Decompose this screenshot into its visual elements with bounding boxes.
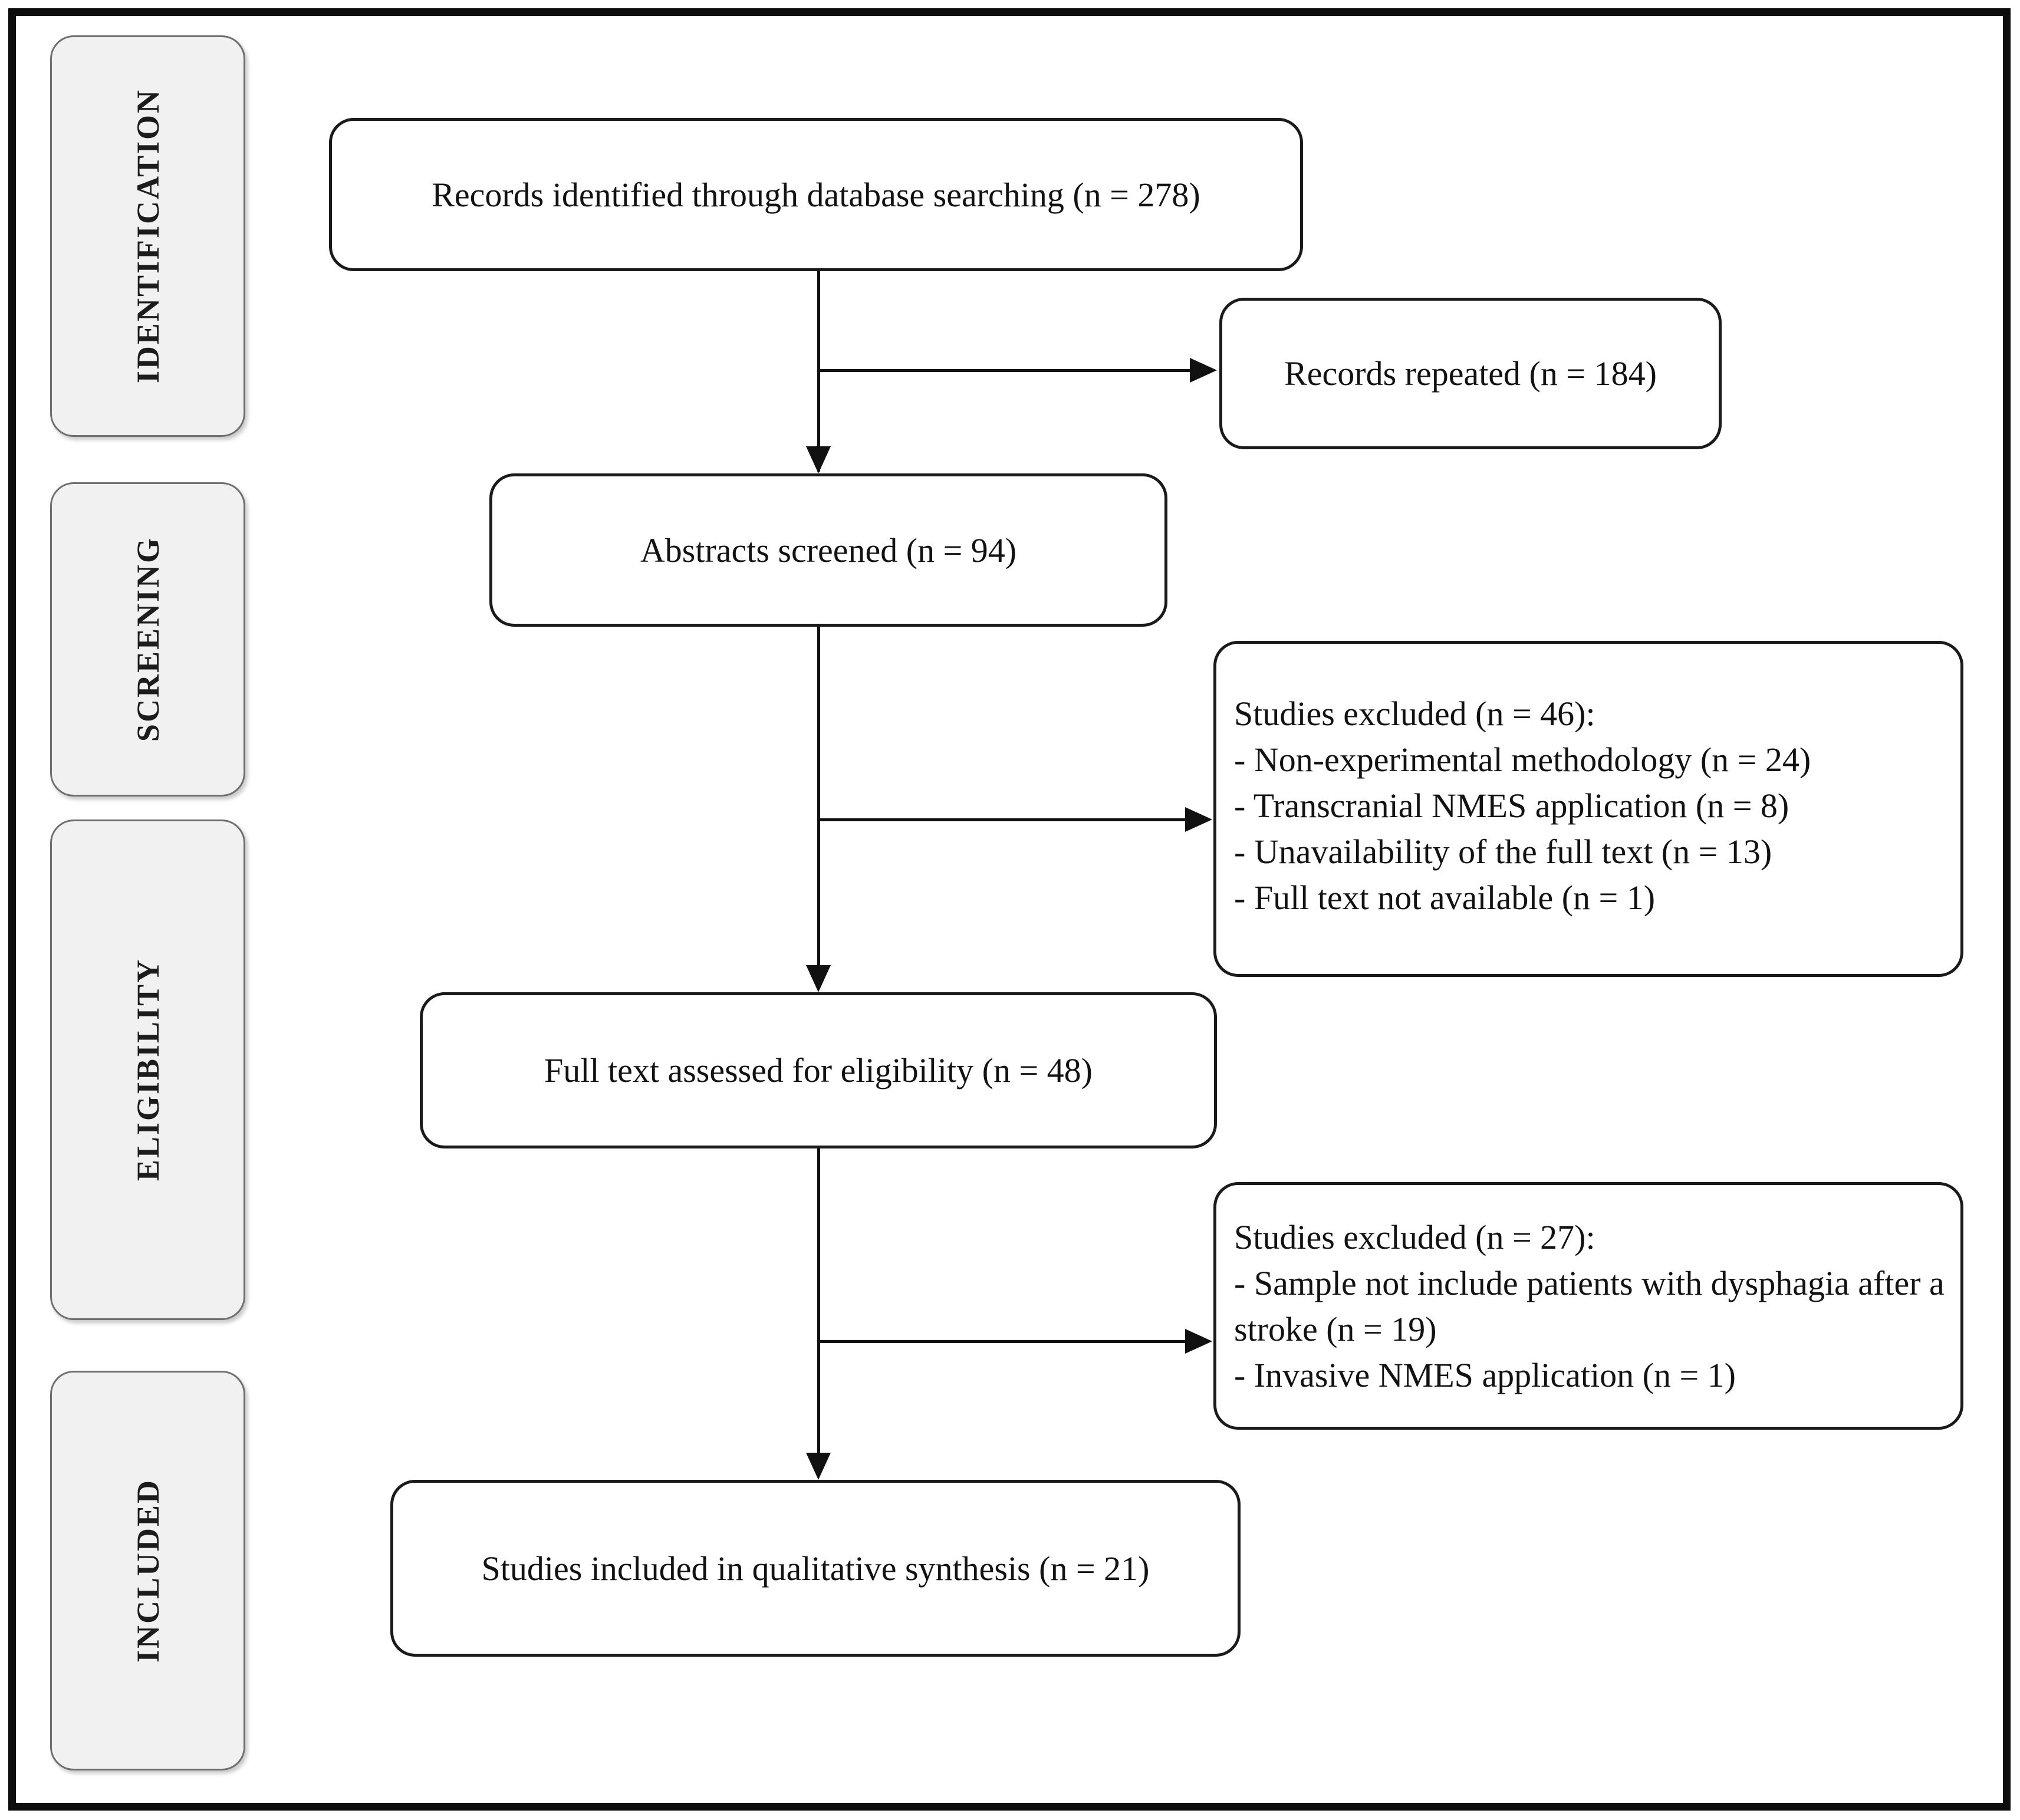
excluded-screening-item: - Unavailability of the full text (n = 1…	[1234, 832, 1772, 871]
box-studies-included-text: Studies included in qualitative synthesi…	[481, 1549, 1150, 1588]
stage-identification: IDENTIFICATION	[50, 35, 245, 437]
box-full-text-assessed-text: Full text assessed for eligibility (n = …	[544, 1051, 1093, 1090]
stage-identification-label: IDENTIFICATION	[130, 88, 166, 384]
arrowhead-into-studies-included	[806, 1453, 831, 1480]
stage-screening: SCREENING	[50, 482, 245, 797]
connector-to-records-repeated	[817, 369, 1192, 372]
stage-included: INCLUDED	[50, 1371, 245, 1770]
box-full-text-assessed: Full text assessed for eligibility (n = …	[420, 992, 1217, 1148]
box-abstracts-screened: Abstracts screened (n = 94)	[489, 473, 1167, 627]
connector-to-excluded-screening	[817, 818, 1186, 821]
box-records-identified: Records identified through database sear…	[329, 118, 1303, 271]
connector-to-excluded-eligibility	[817, 1340, 1186, 1343]
excluded-screening-item: - Non-experimental methodology (n = 24)	[1234, 740, 1811, 779]
excluded-eligibility-item: - Invasive NMES application (n = 1)	[1234, 1356, 1736, 1394]
box-abstracts-screened-text: Abstracts screened (n = 94)	[640, 531, 1017, 570]
arrowhead-into-records-repeated	[1190, 358, 1217, 383]
arrowhead-into-excluded-screening	[1185, 807, 1212, 832]
box-records-repeated-text: Records repeated (n = 184)	[1284, 354, 1657, 393]
box-studies-included: Studies included in qualitative synthesi…	[390, 1480, 1241, 1657]
stage-included-label: INCLUDED	[130, 1478, 166, 1663]
stage-screening-label: SCREENING	[130, 537, 166, 742]
box-records-repeated: Records repeated (n = 184)	[1219, 298, 1722, 449]
box-excluded-screening-title: Studies excluded (n = 46):	[1234, 695, 1595, 733]
arrowhead-into-excluded-eligibility	[1185, 1329, 1212, 1354]
box-records-identified-text: Records identified through database sear…	[432, 175, 1200, 214]
stage-eligibility-label: ELIGIBILITY	[130, 958, 166, 1181]
connector-screened-to-fulltext	[817, 627, 820, 966]
stage-eligibility: ELIGIBILITY	[50, 820, 245, 1320]
excluded-screening-item: - Full text not available (n = 1)	[1234, 878, 1656, 917]
box-excluded-eligibility-title: Studies excluded (n = 27):	[1234, 1218, 1595, 1256]
arrowhead-into-full-text	[806, 965, 831, 992]
box-excluded-screening: Studies excluded (n = 46): - Non-experim…	[1213, 641, 1963, 977]
box-excluded-eligibility: Studies excluded (n = 27): - Sample not …	[1213, 1182, 1963, 1430]
arrowhead-into-abstracts-screened	[806, 446, 831, 473]
excluded-screening-item: - Transcranial NMES application (n = 8)	[1234, 786, 1789, 825]
connector-fulltext-to-included	[817, 1148, 820, 1453]
excluded-eligibility-item: - Sample not include patients with dysph…	[1234, 1264, 1945, 1348]
